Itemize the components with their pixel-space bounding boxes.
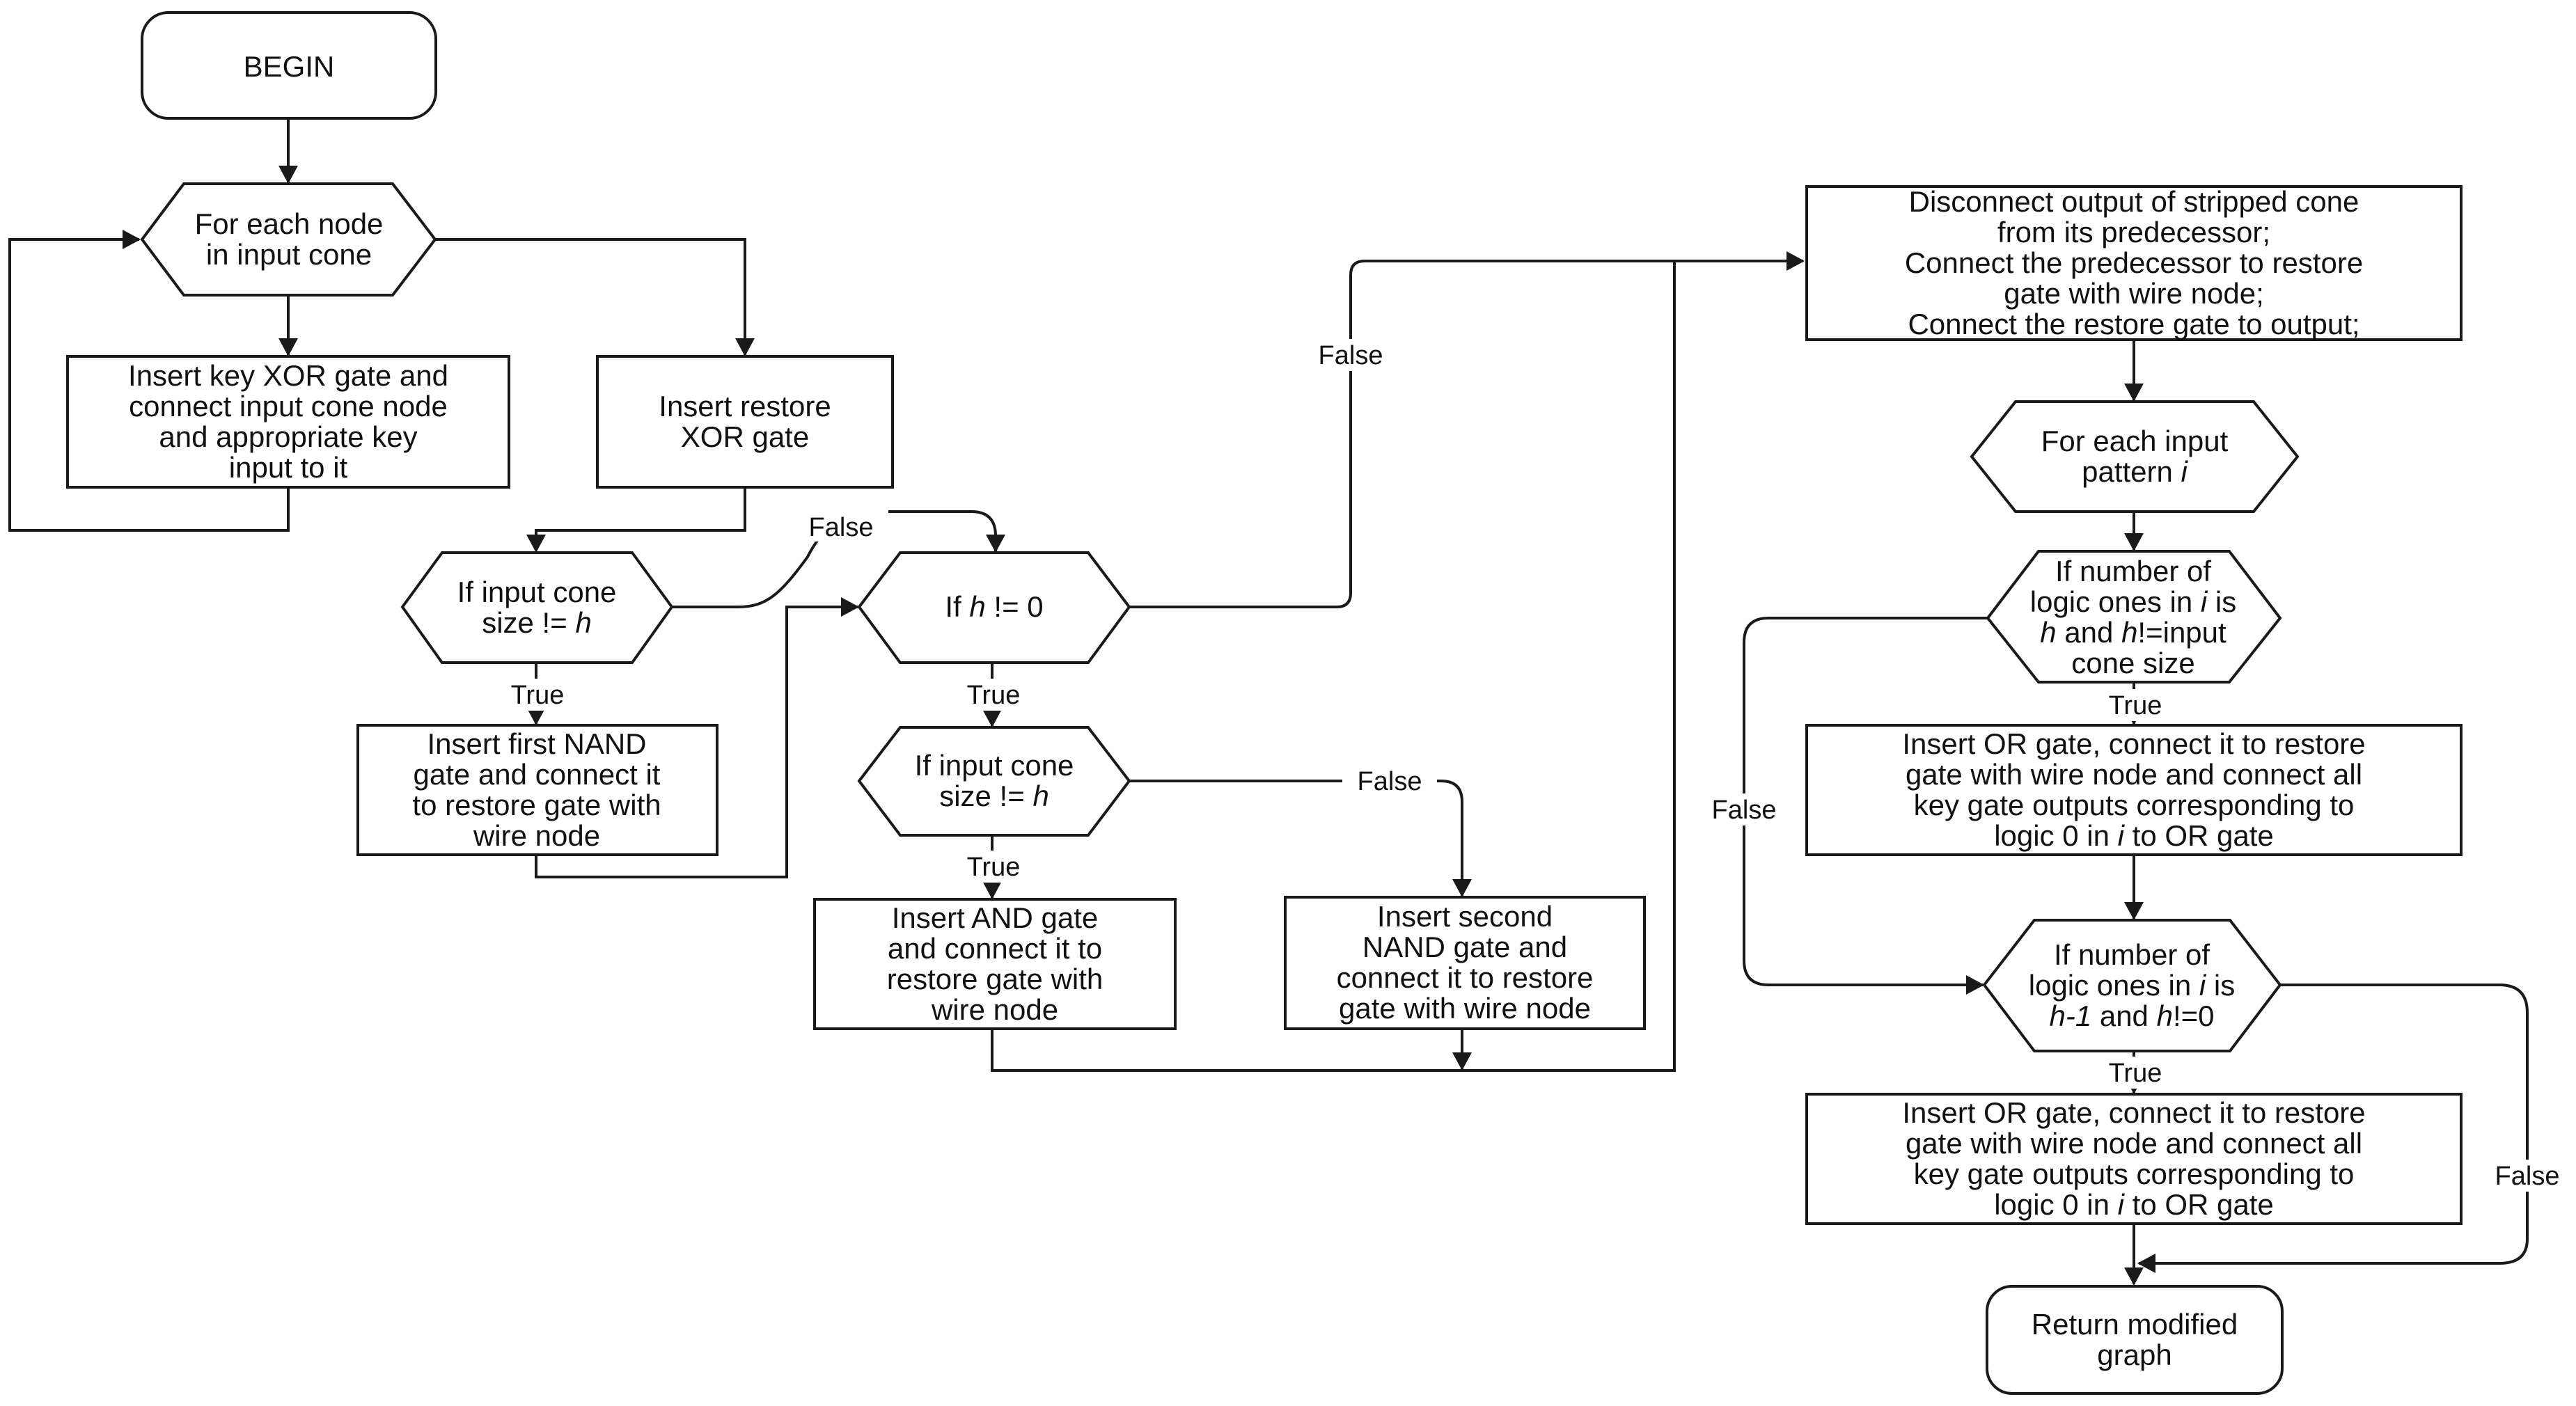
each-node-loop-hexagon [140, 182, 437, 297]
arrowhead [2124, 1267, 2144, 1286]
edge-label-false: False [1358, 767, 1422, 796]
if-ones-h-1-decision [1982, 919, 2282, 1052]
edge-label-true: True [2109, 1059, 2162, 1088]
if-size-h-decision-1 [400, 551, 674, 664]
if-h-ne-0-decision [857, 551, 1131, 664]
edge-label-true: True [511, 681, 565, 710]
arrowhead [2124, 533, 2144, 551]
arrowhead [526, 535, 546, 553]
arrowhead [2137, 1254, 2155, 1273]
arrowhead [278, 338, 298, 356]
edge-if-h0-false-to-disconnect [1129, 260, 1803, 608]
edge-nand1-to-if-h0 [535, 606, 858, 878]
edge-label-true: True [967, 681, 1021, 710]
edge-label-true: True [967, 853, 1021, 882]
arrowhead [1452, 1052, 1472, 1071]
edge-label-true: True [2109, 691, 2162, 720]
edge-and-to-merge [991, 261, 1676, 1072]
insert-or-box-1 [1805, 724, 2463, 856]
arrowhead [735, 338, 755, 356]
edge-labels: False True True False False True True Fa… [503, 339, 2575, 1192]
insert-restore-xor-box [596, 355, 894, 489]
arrowhead [278, 166, 298, 184]
edge-each-node-to-restore [435, 238, 746, 355]
if-size-h-decision-2 [857, 726, 1131, 837]
arrowhead [841, 597, 859, 617]
arrowhead [982, 709, 1002, 727]
arrowhead [986, 535, 1005, 553]
begin-label: BEGIN [244, 50, 335, 83]
insert-second-nand-box [1284, 896, 1646, 1030]
arrowhead [1786, 251, 1805, 271]
insert-and-box [813, 898, 1177, 1030]
arrowhead [982, 881, 1002, 899]
each-pattern-loop-hexagon [1970, 400, 2300, 513]
edge-label-false: False [1712, 796, 1777, 825]
if-ones-h-decision [1986, 550, 2282, 684]
arrowhead [1452, 879, 1472, 897]
arrowhead [526, 707, 546, 725]
edge-if-ones-h1-false-to-return [2139, 984, 2529, 1265]
edge-label-false: False [809, 513, 874, 542]
edge-if-size-2-false-to-nand2 [1129, 780, 1463, 896]
insert-or-box-2 [1805, 1093, 2463, 1225]
edge-restore-to-if-size-1 [535, 487, 746, 550]
begin-terminal [141, 11, 437, 120]
disconnect-box [1805, 185, 2463, 341]
edge-label-false: False [1319, 341, 1383, 370]
arrowhead [2124, 384, 2144, 402]
insert-first-nand-box [356, 724, 718, 856]
edge-key-xor-loop-back [8, 238, 290, 532]
edge-label-false: False [2495, 1162, 2560, 1191]
return-terminal [1986, 1285, 2284, 1395]
arrowhead [2124, 902, 2144, 920]
insert-key-xor-box [66, 355, 510, 489]
arrowhead [123, 230, 141, 249]
arrowhead [1966, 975, 1984, 995]
if-h-ne-0-label: If h != 0 [945, 590, 1043, 623]
